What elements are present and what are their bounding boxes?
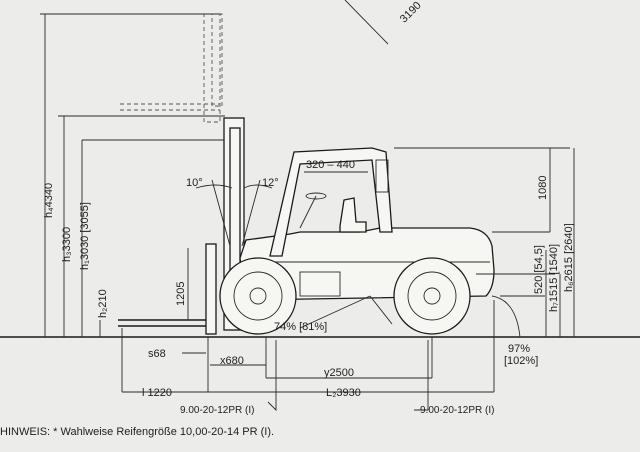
tire-front-label: 9.00-20-12PR (I) bbox=[180, 405, 254, 416]
tilt-forward-arc bbox=[243, 184, 273, 189]
h4-label: h₄4340 bbox=[43, 183, 55, 218]
operator-seat bbox=[339, 197, 367, 233]
fork-carriage bbox=[205, 243, 217, 335]
rear-wheel-rim bbox=[407, 271, 457, 321]
tire-rear-leader bbox=[414, 340, 429, 411]
overhead-guard bbox=[269, 147, 393, 257]
s-label: s68 bbox=[148, 348, 166, 360]
steering-wheel bbox=[305, 192, 327, 200]
front-wheel bbox=[219, 257, 297, 335]
tire-rear-label: 9.00-20-12PR (I) bbox=[420, 405, 494, 416]
l-label: l 1220 bbox=[142, 387, 172, 399]
body-panel bbox=[299, 271, 341, 297]
tire-front-leader bbox=[267, 340, 277, 412]
cab-range-label: 320 – 440 bbox=[306, 159, 355, 171]
raised-mast-inner bbox=[211, 13, 223, 107]
dim-1205-label: 1205 bbox=[175, 282, 187, 306]
rear-wheel-hub bbox=[423, 287, 441, 305]
dim-520-label: 520 [54,5] bbox=[533, 245, 545, 294]
tilt-back-line bbox=[211, 179, 231, 247]
grade-line-left bbox=[299, 295, 371, 329]
angle-12-label: 12° bbox=[262, 177, 279, 189]
y-label: y2500 bbox=[324, 367, 354, 379]
h7-label: h₇1515 [1540] bbox=[548, 244, 560, 312]
steering-column bbox=[299, 195, 317, 229]
angle-10-label: 10° bbox=[186, 177, 203, 189]
front-wheel-rim bbox=[233, 271, 283, 321]
l2-label: L₂3930 bbox=[326, 387, 361, 399]
h1-label: h₁3030 [3055] bbox=[79, 202, 91, 270]
footnote: HINWEIS: * Wahlweise Reifengröße 10,00-2… bbox=[0, 426, 275, 438]
dim-1080-label: 1080 bbox=[537, 176, 549, 200]
h6-label: h₆2615 [2640] bbox=[563, 223, 575, 292]
tilt-back-arc bbox=[195, 184, 233, 189]
tilt-forward-line bbox=[241, 179, 261, 247]
x-label: x680 bbox=[220, 355, 244, 367]
pct-97-arc bbox=[491, 295, 521, 338]
pct-97-label: 97% bbox=[508, 343, 530, 355]
cab-light bbox=[375, 159, 389, 193]
pct-102-label: [102%] bbox=[504, 355, 538, 367]
pct-74-label: 74% [81%] bbox=[274, 321, 327, 333]
front-wheel-hub bbox=[249, 287, 267, 305]
h3-label: h₃3300 bbox=[61, 227, 73, 262]
h2-label: h₂210 bbox=[97, 289, 109, 318]
dim-3190-label: 3190 bbox=[398, 0, 424, 25]
dim-3190-line bbox=[344, 0, 389, 45]
rear-wheel bbox=[393, 257, 471, 335]
grade-line-right bbox=[369, 295, 393, 325]
